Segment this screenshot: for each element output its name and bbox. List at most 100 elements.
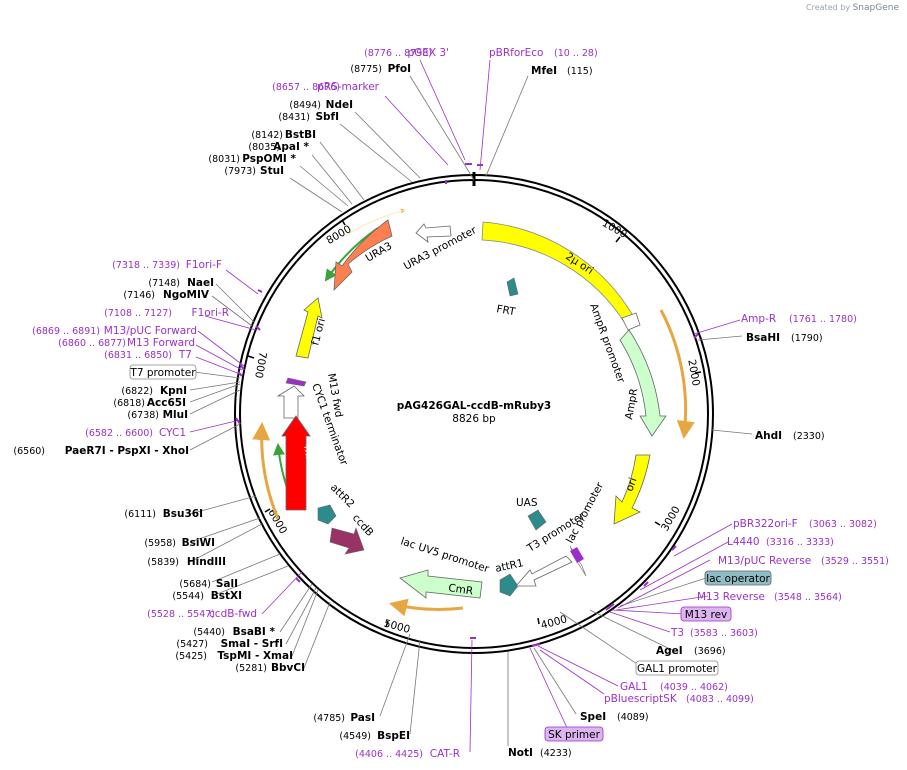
site-coord-ahdi: (2330): [793, 431, 825, 442]
primer-coord-amp-r: (1761 .. 1780): [789, 314, 857, 325]
site-name-bstbi: BstBI: [285, 129, 316, 141]
label-attr1: attR1: [494, 557, 525, 575]
site-coord-bstbi: (8142): [251, 130, 283, 141]
feature-label-ori: ori: [624, 476, 640, 493]
site-name-acc65i: Acc65I: [147, 397, 186, 409]
feature-mruby3[interactable]: mRuby3: [281, 415, 320, 511]
site-name-stui: StuI: [260, 165, 284, 177]
site-coord-pasi: (4785): [313, 713, 345, 724]
boxed-m13-rev[interactable]: M13 rev: [680, 606, 732, 622]
feature-m13-fwd[interactable]: [285, 377, 307, 387]
site-coord-noti: (4233): [540, 748, 572, 759]
primer-name-pgex3: pGEX 3': [407, 47, 449, 59]
feature-attr1[interactable]: [499, 573, 519, 597]
feature-cmr[interactable]: CmR: [399, 569, 483, 599]
site-coord-mlui: (6738): [127, 410, 159, 421]
primer-coord-l4440: (3316 .. 3333): [766, 537, 834, 548]
feature-ori[interactable]: ori: [613, 454, 651, 525]
boxed-t7-promoter[interactable]: T7 promoter: [129, 364, 197, 380]
tick-marks: [247, 219, 702, 628]
site-name-ngomiv: NgoMIV: [163, 289, 210, 301]
site-coord-mfei: (115): [567, 66, 593, 77]
site-name-agei: AgeI: [656, 645, 683, 657]
site-name-bbvci: BbvCI: [271, 662, 305, 674]
boxed-label-lac-operator: lac operator: [706, 573, 770, 585]
label-uas: UAS: [516, 497, 538, 509]
feature-label-cmr: CmR: [448, 582, 474, 597]
primer-name-gal1: GAL1: [620, 681, 648, 693]
feature-label-ampr: AmpR: [623, 388, 640, 421]
boxed-sk-primer[interactable]: SK primer: [544, 726, 604, 742]
primer-name-m13puc-fwd: M13/pUC Forward: [104, 325, 197, 337]
feature-f1-ori[interactable]: f1 ori: [295, 297, 328, 359]
site-coord-apai: (8035): [248, 142, 280, 153]
primer-name-amp-r: Amp-R: [741, 313, 776, 325]
site-name-tspmi: TspMI - XmaI: [217, 650, 293, 662]
site-coord-bsu36i: (6111): [124, 509, 156, 520]
feature-ccdb[interactable]: [329, 527, 365, 555]
site-coord-bspei: (4549): [339, 731, 371, 742]
feature-ura3-promoter[interactable]: [415, 223, 452, 243]
primer-name-t7: T7: [178, 349, 192, 361]
primer-coord-m13puc-fwd: (6869 .. 6891): [32, 326, 100, 337]
site-coord-kpni: (6822): [121, 386, 153, 397]
plasmid-size: 8826 bp: [452, 413, 496, 425]
site-coord-bsahi: (1790): [791, 333, 823, 344]
primer-name-cyc1: CYC1: [159, 427, 186, 439]
boxed-label-sk-primer: SK primer: [548, 729, 600, 741]
site-coord-sali: (5684): [179, 579, 211, 590]
feature-uas[interactable]: [527, 509, 547, 531]
site-name-ndei: NdeI: [326, 99, 353, 111]
primer-name-cat-r: CAT-R: [430, 748, 460, 760]
primer-coord-m13-rev: (3548 .. 3564): [774, 592, 842, 603]
primer-name-f1ori-r: F1ori-R: [192, 307, 229, 319]
feature-attr2[interactable]: [317, 504, 337, 525]
site-name-mlui: MluI: [163, 409, 188, 421]
feature-ampr-promoter[interactable]: [621, 312, 641, 331]
feature-t3-promoter[interactable]: [515, 555, 573, 587]
feature-lac-promoter[interactable]: [569, 545, 587, 577]
site-coord-tspmi: (5425): [175, 651, 207, 662]
site-name-naei: NaeI: [187, 277, 214, 289]
primer-coord-f1ori-f: (7318 .. 7339): [112, 260, 180, 271]
primer-name-l4440: L4440: [727, 536, 760, 548]
site-name-mfei: MfeI: [531, 65, 557, 77]
branding-prefix: Created by: [806, 3, 851, 12]
site-name-bspei: BspEI: [377, 730, 410, 742]
feature-ampr[interactable]: AmpR: [619, 329, 667, 437]
site-coord-stui: (7973): [224, 166, 256, 177]
site-coord-naei: (7148): [148, 278, 180, 289]
primer-coord-t3: (3583 .. 3603): [690, 628, 758, 639]
site-name-noti: NotI: [508, 747, 533, 759]
primer-name-prs-marker: pRS-marker: [317, 81, 380, 93]
tick-7000: 7000: [252, 351, 268, 379]
primer-coord-m13puc-rev: (3529 .. 3551): [821, 556, 889, 567]
site-name-bsabi: BsaBI *: [233, 626, 276, 638]
site-coord-agei: (3696): [694, 646, 726, 657]
feature-frt[interactable]: [506, 277, 519, 297]
site-coord-pspomi: (8031): [208, 154, 240, 165]
feature-cyc1-terminator[interactable]: [276, 385, 305, 419]
site-name-pfoi: PfoI: [388, 63, 411, 75]
site-coord-smai: (5427): [176, 639, 208, 650]
tick-5000: 5000: [382, 617, 411, 636]
site-name-hindiii: HindIII: [187, 556, 226, 568]
site-name-spei: SpeI: [580, 711, 606, 723]
primer-name-m13puc-rev: M13/pUC Reverse: [718, 555, 811, 567]
primer-coord-pbluescriptsk: (4083 .. 4099): [686, 694, 754, 705]
primer-coord-cyc1: (6582 .. 6600): [85, 428, 153, 439]
primer-coord-m13-fwd: (6860 .. 6877): [58, 338, 126, 349]
boxed-gal1-promoter[interactable]: GAL1 promoter: [635, 660, 719, 676]
primer-name-pbluescriptsk: pBluescriptSK: [604, 693, 678, 705]
primer-coord-f1ori-r: (7108 .. 7127): [104, 308, 172, 319]
primer-coord-cat-r: (4406 .. 4425): [355, 749, 423, 760]
primer-name-t3: T3: [670, 627, 684, 639]
site-name-xhoi: PaeR7I - PspXI - XhoI: [65, 445, 189, 457]
boxed-lac-operator[interactable]: lac operator: [704, 570, 772, 586]
site-coord-acc65i: (6818): [113, 398, 145, 409]
label-lac-uv5-promoter: lac UV5 promoter: [399, 535, 491, 575]
branding-name: SnapGene: [852, 3, 899, 13]
site-name-pasi: PasI: [350, 712, 375, 724]
tick-6000: 6000: [265, 507, 289, 536]
